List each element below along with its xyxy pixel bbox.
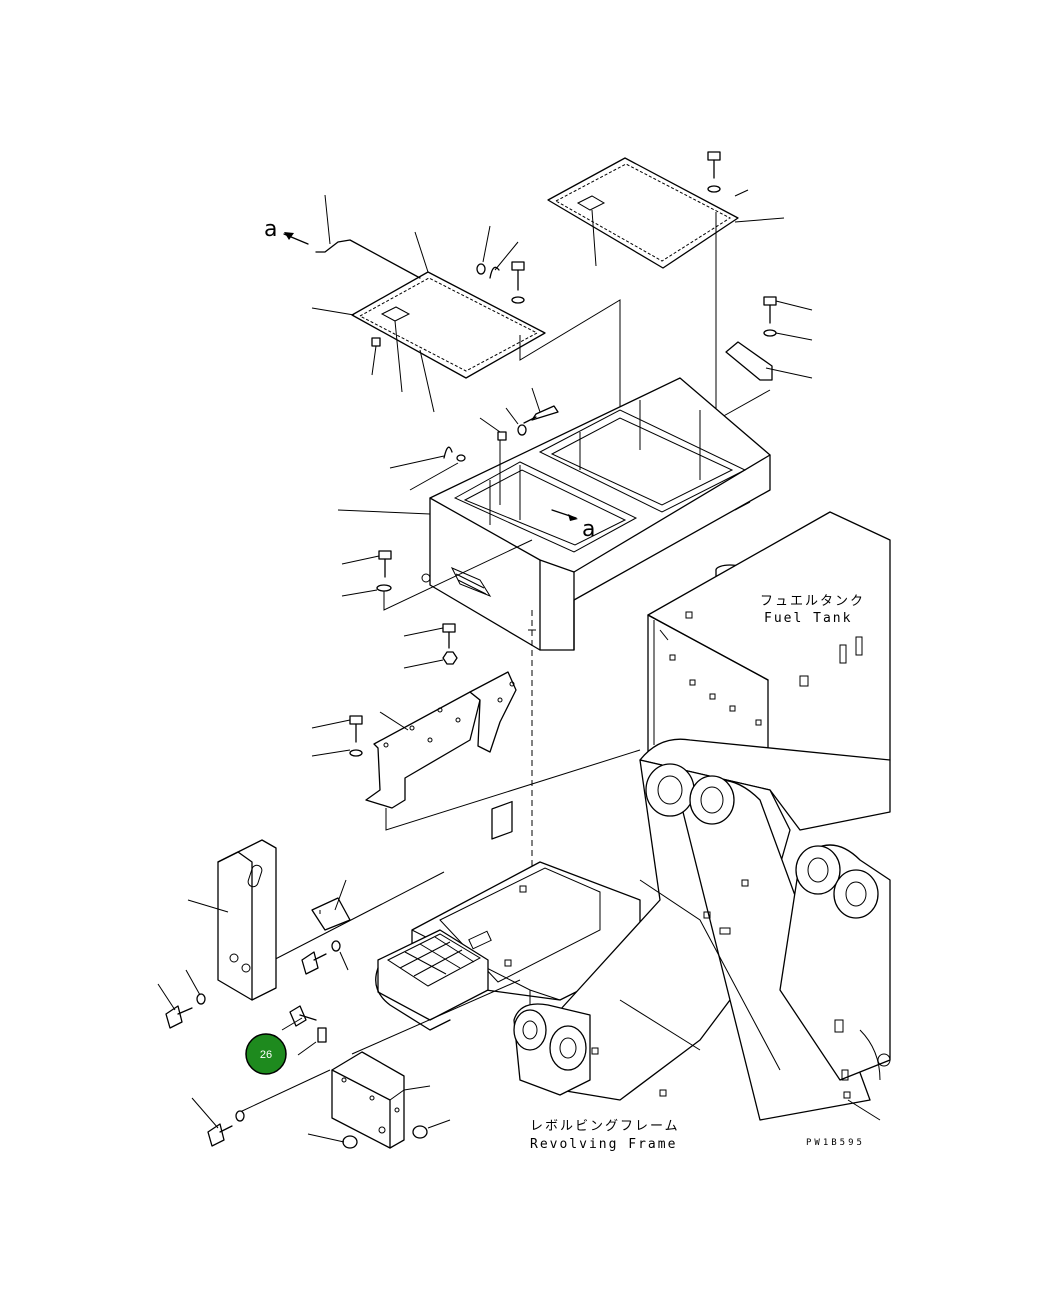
view-marker-a-top: a <box>264 217 277 242</box>
bolt-plate-lower <box>165 993 206 1029</box>
fuel-tank-label-en: Fuel Tank <box>764 611 852 626</box>
view-marker-a-mid: a <box>582 517 595 542</box>
side-plate <box>217 839 277 1001</box>
small-bracket <box>311 897 351 931</box>
main-hood-box <box>421 377 771 651</box>
callout-26-number[interactable]: 26 <box>260 1049 272 1061</box>
revolving-frame <box>375 738 891 1121</box>
latch-rod <box>283 232 421 279</box>
bolt-hood-side <box>497 405 559 441</box>
fuel-tank-label-jp: フュエルタンク <box>760 594 865 609</box>
cover-plate-right <box>547 157 739 269</box>
callout-26-circle[interactable] <box>245 1033 287 1075</box>
bolt-plate-upper <box>301 940 341 975</box>
bolt-top-right <box>707 151 721 430</box>
revolving-frame-label-en: Revolving Frame <box>530 1137 677 1152</box>
small-nut <box>371 337 381 347</box>
drawing-code: PW1B595 <box>806 1138 865 1148</box>
callout-26[interactable]: 26 <box>245 1033 287 1075</box>
fuel-tank-label: フュエルタンク Fuel Tank <box>760 594 865 626</box>
revolving-frame-label: レボルビングフレーム Revolving Frame <box>530 1119 680 1152</box>
bolt-item-26 <box>289 1005 327 1043</box>
bolt-hood-left <box>376 550 392 592</box>
bolt-stay-left <box>349 715 363 757</box>
bolt-top-left <box>476 261 525 304</box>
bracket-upper-right <box>725 296 777 381</box>
bolt-stay-upper <box>442 623 458 665</box>
nut-bottom <box>342 1125 428 1149</box>
stay-bracket <box>365 671 517 809</box>
cover-plate-left <box>351 271 546 379</box>
bottom-cover-plate <box>331 1051 405 1149</box>
revolving-frame-label-jp: レボルビングフレーム <box>530 1119 680 1134</box>
bolt-bottom-left <box>207 1110 245 1147</box>
